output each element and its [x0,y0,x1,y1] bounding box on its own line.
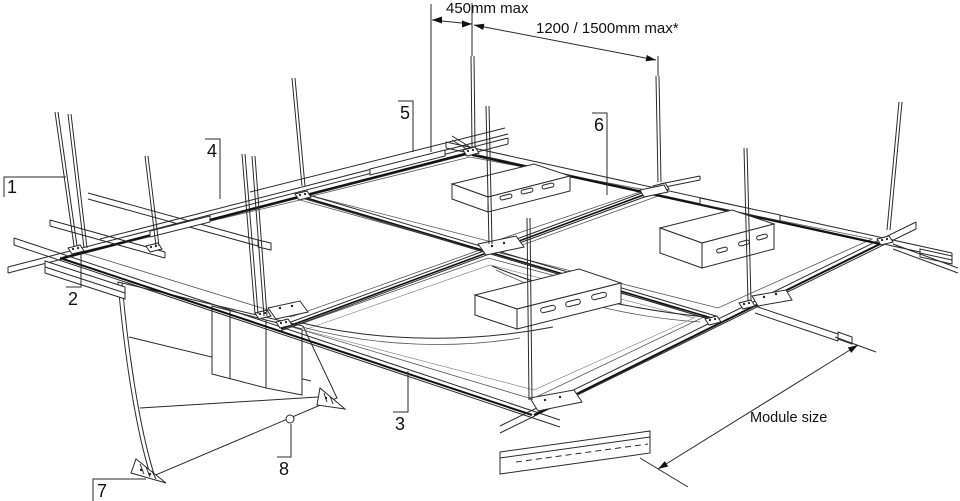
tee-end-stub [892,243,959,274]
callout-4: 4 [207,141,217,161]
callout-2: 2 [68,289,78,309]
edge-panel [117,281,347,484]
connector-plate [639,184,669,198]
callout-leader-4 [205,138,221,199]
dim-1200-label: 1200 / 1500mm max* [536,20,679,37]
cross-tee-front-right [754,305,853,345]
main-runner-front-left [13,237,561,428]
callout-8: 8 [279,459,289,479]
cross-runner-middle-ne [279,186,659,332]
dim-line-module [657,344,859,470]
dim-450-label: 450mm max [446,0,529,17]
callout-leader-7 [92,478,146,501]
wall-channel-end [44,260,126,300]
edge-panel-line [139,396,319,409]
extension-line [639,457,689,488]
callout-leader-8 [277,424,292,458]
callout-3: 3 [395,414,405,434]
callout-5: 5 [400,103,410,123]
connector-plate [267,300,309,320]
tile-box [473,268,623,330]
main-channel-section [499,430,651,475]
hanger-clips [67,146,894,412]
tile-box [658,209,776,269]
callout-6: 6 [594,115,604,135]
callout-7: 7 [97,481,107,501]
callout-leader-1 [3,176,66,197]
splice-plate [699,197,781,222]
hanger-rods [54,55,903,401]
dim-line-1200 [473,24,657,61]
connector-plate [529,389,583,412]
edge-panel-left-edge [121,282,155,475]
primary-channel [49,192,272,259]
callout-leader-6 [592,112,608,195]
corner-bracket [130,458,167,484]
tile-box [450,163,572,213]
callouts: 1 2 3 4 5 6 7 8 [3,100,608,501]
callout-leader-2 [66,253,82,288]
splice-plate [149,215,211,238]
callout-1: 1 [7,177,17,197]
cross-runner-middle-se [301,192,717,322]
ceiling-tiles [450,163,776,330]
panel-fixing-hole [285,414,295,424]
corner-bracket [316,387,347,410]
callout-leader-3 [393,371,409,413]
dim-module-label: Module size [750,410,827,426]
connector-plate [477,235,525,256]
callout-leader-5 [398,100,414,152]
connector-plate [751,289,793,307]
extension-line [834,336,877,353]
dimensions: 450mm max 1200 / 1500mm max* Module size [430,0,877,488]
splice-plate [369,149,446,176]
